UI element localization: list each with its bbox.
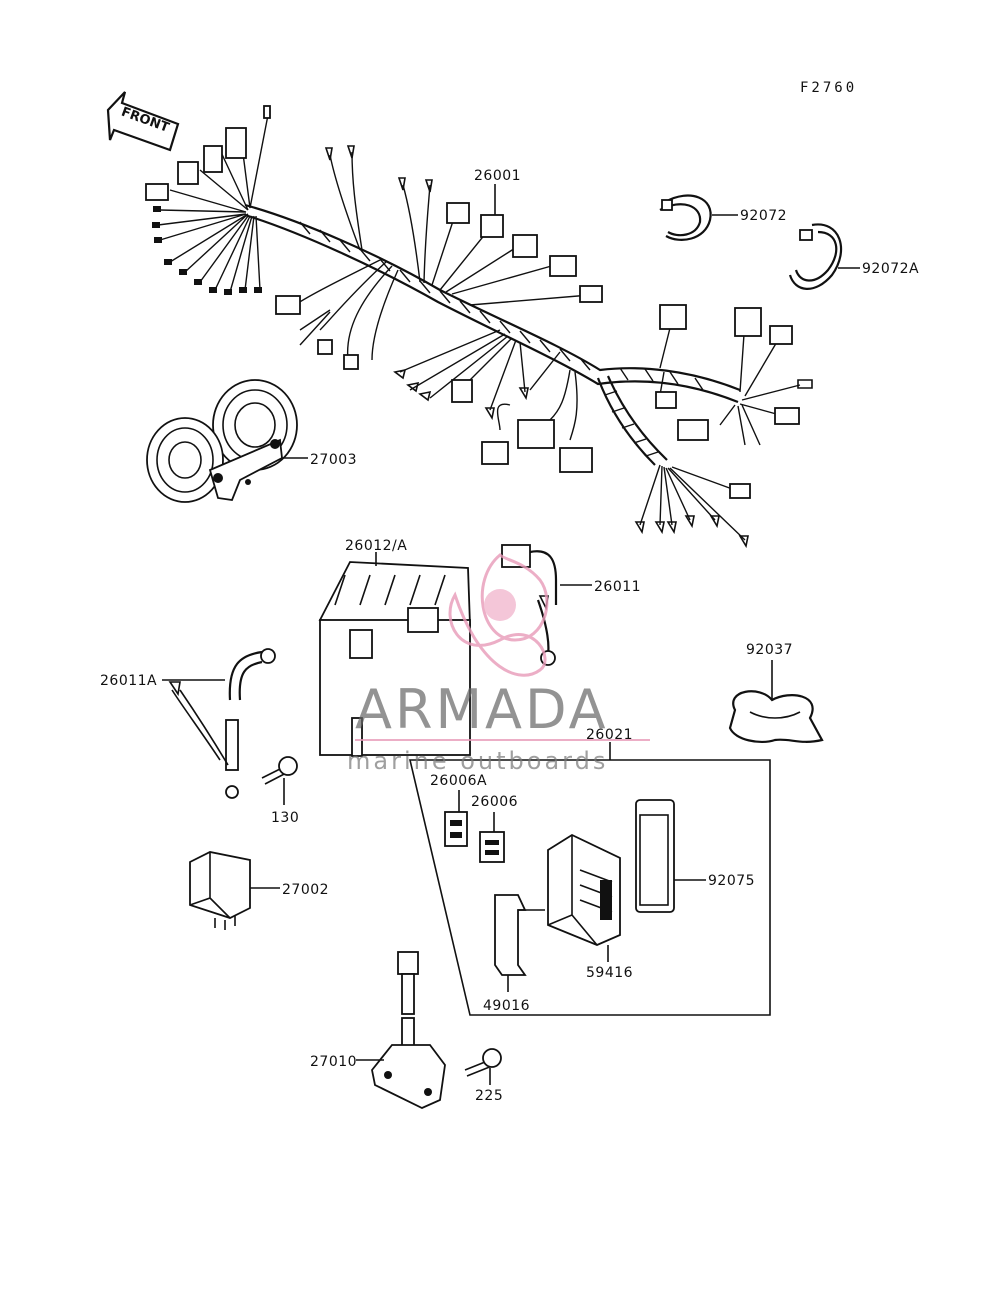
- callout-92075: 92075: [708, 873, 755, 889]
- callout-92072: 92072: [740, 208, 787, 224]
- callout-26012a: 26012/A: [345, 538, 407, 554]
- connector-26006a: [444, 811, 468, 847]
- callout-26006a: 26006A: [430, 773, 487, 789]
- watermark: ARMADA marine outboards: [347, 552, 650, 775]
- callout-26011a: 26011A: [100, 673, 157, 689]
- main-harness: [145, 105, 813, 549]
- bolt-130: [261, 756, 298, 785]
- callout-130: 130: [271, 810, 299, 826]
- callout-27002: 27002: [282, 882, 329, 898]
- front-label: FRONT: [119, 105, 171, 136]
- watermark-brand: ARMADA: [355, 678, 609, 741]
- callout-26006: 26006: [471, 794, 518, 810]
- relay-27002: [189, 851, 251, 930]
- callout-92072a: 92072A: [862, 261, 919, 277]
- callout-49016: 49016: [483, 998, 530, 1014]
- callout-27010: 27010: [310, 1054, 357, 1070]
- propeller-logo: [448, 552, 549, 677]
- callout-92037: 92037: [746, 642, 793, 658]
- battery: [318, 561, 471, 757]
- cover-92075: [635, 799, 675, 913]
- connector-26006: [479, 831, 505, 863]
- clamp-92037: [728, 690, 824, 744]
- callout-27003: 27003: [310, 452, 357, 468]
- callout-26011: 26011: [594, 579, 641, 595]
- assembly-frame-26021: [408, 759, 771, 1016]
- regulator-59416: [547, 833, 621, 946]
- figure-code: F2760: [800, 80, 857, 96]
- bracket-49016: [494, 894, 545, 976]
- front-arrow: FRONT: [106, 91, 180, 152]
- callout-225: 225: [475, 1088, 503, 1104]
- callout-26001: 26001: [474, 168, 521, 184]
- watermark-tagline: marine outboards: [347, 747, 608, 775]
- clamp-92072a: [788, 223, 843, 290]
- horn-assembly: [146, 379, 298, 503]
- callout-59416: 59416: [586, 965, 633, 981]
- ground-lead-26011a: [168, 648, 276, 799]
- clamp-92072: [659, 194, 712, 241]
- bolt-225: [464, 1048, 502, 1077]
- switch-27010: [371, 951, 446, 1109]
